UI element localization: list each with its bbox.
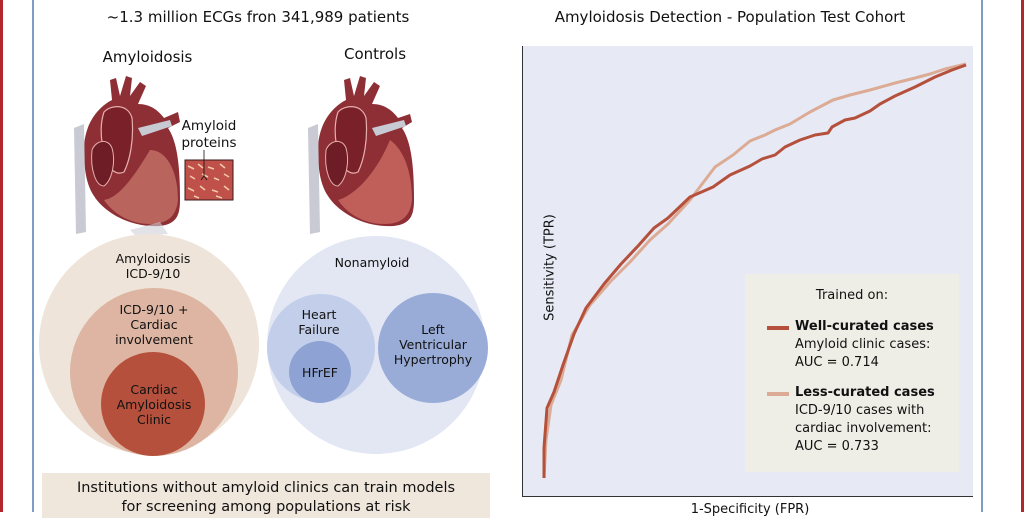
control-heart-icon [308,76,414,234]
amyloidosis-heart-label: Amyloidosis [102,48,193,66]
roc-curve-well-curated [542,63,967,478]
panel-divider-right [981,0,983,512]
legend-title: Trained on: [815,288,889,303]
frame-border-right [1021,0,1024,512]
controls-heart-label: Controls [343,45,407,63]
x-axis-label: 1-Specificity (FPR) [690,502,810,517]
chart-legend: Trained on: Well-curated cases Amyloid c… [745,274,959,472]
conclusion-banner: Institutions without amyloid clinics can… [42,473,490,518]
amyloid-proteins-inset-icon [184,150,234,201]
legend-item-less-curated: Less-curated cases ICD-9/10 cases with c… [767,384,935,456]
legend-swatch-well-curated [767,326,789,330]
legend-swatch-less-curated [767,392,789,396]
chart-title: Amyloidosis Detection - Population Test … [554,8,906,26]
banner-line-2: for screening among populations at risk [121,499,411,515]
control-venn-diagram [267,236,488,454]
venn-label-lvh: Left Ventricular Hypertrophy [393,322,473,367]
venn-label-heart-failure: Heart Failure [298,307,340,337]
venn-label-amyloid-clinic: Cardiac Amyloidosis Clinic [116,382,192,427]
venn-lvh-circle [378,293,488,403]
venn-label-nonamyloid: Nonamyloid [334,255,410,270]
left-illustrations [39,76,488,456]
venn-hfref-circle [289,341,351,403]
amyloid-proteins-callout: Amyloid proteins [181,118,237,151]
amyloid-venn-diagram [39,234,259,456]
venn-label-cardiac-involvement: ICD-9/10 + Cardiac involvement [115,302,193,347]
venn-label-amyloidosis-icd: Amyloidosis ICD-9/10 [115,251,191,281]
amyloidosis-heart-icon [74,76,180,236]
frame-border-left [0,0,3,512]
venn-amyloid-clinic-circle [101,352,205,456]
left-panel-title: ~1.3 million ECGs fron 341,989 patients [106,8,410,26]
panel-divider-left [32,0,34,512]
venn-label-hfref: HFrEF [302,365,338,380]
y-axis-label: Sensitivity (TPR) [542,214,558,321]
banner-line-1: Institutions without amyloid clinics can… [76,480,456,496]
legend-item-well-curated: Well-curated cases Amyloid clinic cases:… [767,318,934,372]
